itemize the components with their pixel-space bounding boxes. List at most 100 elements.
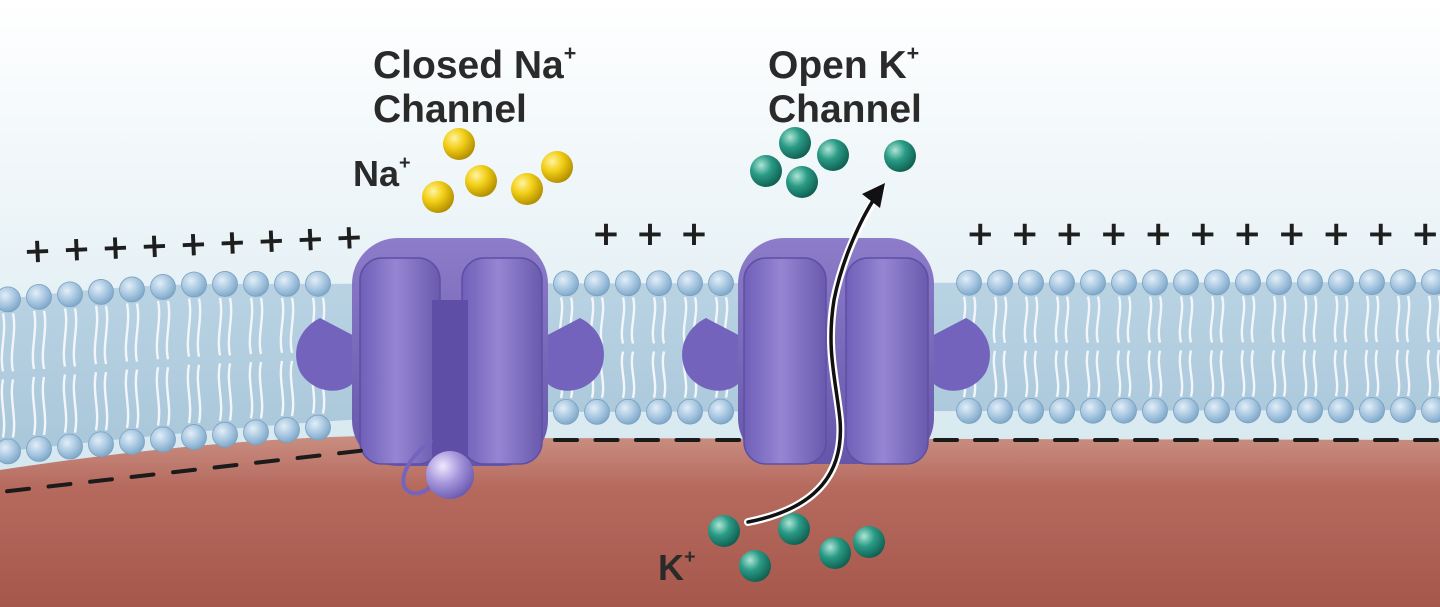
potassium-ions-inside — [708, 513, 885, 582]
lipid-tail — [248, 297, 254, 355]
phospholipid-head — [0, 286, 21, 313]
phospholipid-head — [1204, 269, 1230, 296]
lipid-tail — [41, 376, 47, 436]
lipid-tail — [1240, 296, 1246, 343]
lipid-tail — [630, 297, 636, 344]
lipid-tail — [124, 303, 130, 362]
lipid-tail — [1033, 296, 1039, 344]
lipid-tail — [155, 300, 161, 360]
sodium-ion — [443, 128, 475, 160]
phospholipid-head — [1049, 269, 1075, 296]
positive-charge: + — [1188, 214, 1218, 254]
lipid-tail — [1157, 350, 1163, 397]
phospholipid-head — [88, 431, 114, 458]
negative-charge — [212, 462, 239, 470]
lipid-tail — [1364, 295, 1370, 343]
sodium-ions — [422, 128, 573, 213]
lipid-tail — [682, 296, 688, 344]
positive-charge: + — [635, 214, 665, 254]
lipid-tail — [1405, 349, 1411, 397]
phospholipid-head — [57, 433, 83, 460]
lipid-tail — [1095, 296, 1101, 343]
phospholipid-head — [119, 428, 145, 455]
phospholipid-head — [119, 276, 145, 303]
negative-charge — [5, 486, 31, 494]
potassium-ion-label-text: K — [658, 546, 684, 588]
lipid-tail — [1333, 295, 1339, 343]
lipid-tail — [93, 305, 99, 365]
phospholipid-head — [1359, 269, 1385, 296]
lipid-tail — [31, 376, 37, 436]
sodium-ion — [511, 173, 543, 205]
negative-charge — [254, 458, 280, 465]
phospholipid-head — [956, 269, 982, 296]
lipid-tail — [186, 364, 192, 424]
lipid-tail — [93, 371, 99, 431]
phospholipid-head — [646, 270, 672, 297]
phospholipid-head — [1142, 397, 1168, 424]
lipid-tail — [31, 310, 37, 370]
phospholipid-head — [26, 436, 52, 462]
negative-charge — [171, 467, 197, 475]
positive-charges-right: +++++++++++ — [958, 214, 1440, 254]
positive-charge: + — [1277, 214, 1307, 254]
phospholipid-head — [212, 271, 238, 297]
lipid-tail — [1312, 295, 1318, 343]
negative-charge — [129, 472, 156, 480]
lipid-tail — [1240, 350, 1246, 397]
potassium-ions-outside — [750, 127, 916, 198]
sodium-ion-label-text: Na — [353, 152, 400, 194]
open-channel-label-line1: Open K — [768, 44, 907, 88]
phospholipid-head — [26, 283, 52, 310]
phospholipid-head — [584, 398, 610, 425]
lipid-tail — [165, 300, 171, 360]
positive-charge: + — [1322, 214, 1351, 254]
lipid-tail — [227, 363, 233, 421]
phospholipid-head — [1328, 397, 1354, 424]
lipid-tail — [186, 298, 192, 358]
phospholipid-head — [677, 270, 703, 297]
potassium-ion-label: K+ — [658, 546, 696, 589]
phospholipid-head — [1018, 269, 1044, 296]
potassium-ion — [739, 550, 771, 582]
lipid-tail — [1250, 296, 1256, 343]
closed-sodium-channel — [296, 238, 604, 499]
inactivation-gate — [426, 451, 474, 499]
positive-charge: + — [591, 214, 621, 254]
open-potassium-channel — [682, 238, 990, 465]
positive-charge: + — [295, 218, 326, 260]
phospholipid-head — [305, 270, 331, 297]
lipid-tail — [1188, 350, 1194, 397]
potassium-ion — [708, 515, 740, 547]
lipid-tail — [1002, 350, 1008, 398]
lipid-tail — [1405, 295, 1411, 343]
lipid-tail — [134, 303, 140, 362]
phospholipid-head — [181, 424, 207, 450]
potassium-ion — [884, 140, 916, 172]
lipid-tail — [1085, 296, 1091, 343]
lipid-tail — [72, 374, 78, 433]
potassium-ion — [853, 526, 885, 558]
lipid-tail — [1219, 296, 1225, 343]
phospholipid-head — [150, 274, 176, 300]
lipid-tail — [1157, 296, 1163, 343]
lipid-tail — [992, 350, 998, 398]
lipid-tail — [661, 351, 667, 398]
negative-charge — [46, 481, 73, 489]
lipid-tail — [0, 379, 6, 438]
lipid-tail — [1033, 350, 1039, 398]
phospholipid-head — [1359, 397, 1385, 424]
lipid-tail — [196, 298, 202, 358]
positive-charge: + — [139, 225, 170, 267]
positive-charge: + — [100, 227, 131, 269]
lipid-tail — [1147, 296, 1153, 343]
positive-charge: + — [1055, 214, 1084, 254]
lipid-tail — [155, 366, 161, 426]
lipid-tails — [0, 295, 1440, 438]
lipid-tail — [289, 297, 295, 354]
lipid-tail — [1426, 295, 1432, 343]
lipid-tail — [1126, 296, 1132, 343]
lipid-tail — [651, 351, 657, 398]
lipid-tail — [661, 296, 667, 344]
